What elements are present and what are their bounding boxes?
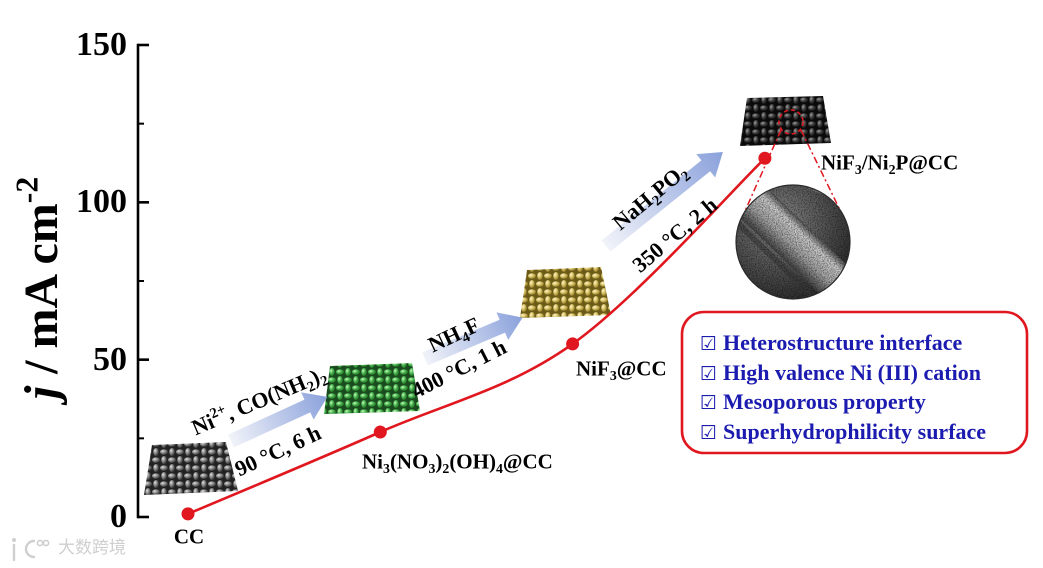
subscript: 4: [459, 329, 473, 347]
y-tick-label: 50: [93, 340, 127, 378]
point-label-cc: CC: [173, 524, 205, 549]
point-label-precursor: Ni3(NO3)2(OH)4@CC: [362, 449, 553, 476]
subscript: 2: [442, 460, 450, 476]
point-label-nif3: NiF3@CC: [576, 356, 667, 383]
subscript: 3: [609, 367, 617, 383]
property-item: High valence Ni (III) cation: [700, 359, 986, 389]
subscript: 4: [495, 460, 503, 476]
y-tick-label: 0: [110, 498, 127, 535]
subscript: 3: [428, 460, 436, 476]
watermark-text: 大数跨境: [58, 538, 126, 558]
property-item: Mesoporous property: [700, 388, 986, 418]
watermark-logo-icon: [11, 538, 50, 562]
subscript: 2: [304, 378, 318, 396]
y-axis: [136, 43, 149, 519]
series-line: [187, 157, 766, 516]
final-cloth-image: [740, 96, 831, 146]
cc-cloth-image: [144, 442, 238, 495]
property-text: Superhydrophilicity surface: [723, 418, 987, 444]
step-arrow-2: [422, 312, 523, 366]
data-point-2: [373, 425, 387, 439]
property-item: Heterostructure interface: [700, 329, 986, 359]
properties-box: [680, 310, 1029, 455]
property-text: Heterostructure interface: [723, 330, 963, 355]
step-arrow-1: [228, 392, 328, 448]
checkbox-checked-icon: [700, 330, 723, 355]
zoom-region-marker: [778, 109, 804, 135]
data-point-3: [566, 337, 580, 351]
properties-list: Heterostructure interface High valence N…: [700, 329, 986, 447]
data-point-4: [758, 151, 772, 165]
property-item: Superhydrophilicity surface: [700, 418, 986, 448]
property-text: Mesoporous property: [723, 389, 926, 414]
step-arrow-3: [601, 152, 723, 252]
nif3-cloth-image: [520, 267, 611, 318]
data-point-1: [181, 507, 195, 521]
y-label-variable: j: [15, 385, 68, 400]
y-tick-label: 100: [76, 183, 127, 221]
checkbox-checked-icon: [700, 389, 723, 414]
y-axis-label: j / mA cm-2: [9, 176, 68, 400]
subscript: 3: [383, 460, 390, 476]
plot-area: [181, 151, 772, 521]
precursor-cloth-image: [324, 363, 420, 414]
point-label-final: NiF3/Ni2P@CC: [821, 150, 959, 177]
checkbox-checked-icon: [700, 360, 723, 385]
y-tick-label: 150: [76, 26, 127, 63]
checkbox-checked-icon: [700, 419, 723, 444]
sem-image: [735, 184, 851, 300]
subscript: 3: [854, 161, 862, 177]
property-text: High valence Ni (III) cation: [723, 359, 981, 385]
superscript: -2: [9, 176, 45, 204]
subscript: 2: [888, 161, 896, 177]
